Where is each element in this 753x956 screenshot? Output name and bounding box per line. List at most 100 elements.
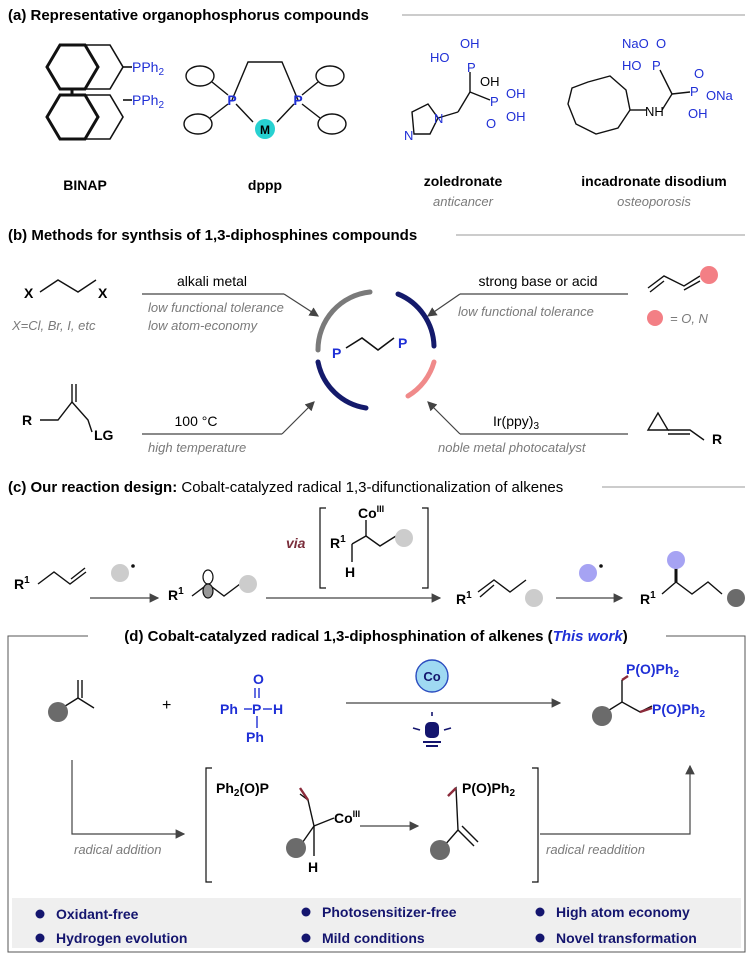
mech-allyl-dot [430, 840, 450, 860]
feature-novel-transformation: Novel transformation [556, 930, 697, 946]
cobalt-catalyst-label: Co [423, 669, 440, 684]
mech-allyl-double [461, 825, 479, 843]
product-group-top: P(O)Ph2 [626, 661, 679, 680]
hpo-h: H [273, 701, 283, 717]
d-alkene-dot [48, 702, 68, 722]
product-upper-c-p-bond [621, 675, 629, 681]
via-r1: R1 [330, 534, 346, 551]
mech-bracket-right [532, 767, 539, 883]
zol-n-1: N [404, 128, 413, 143]
mech-bracket-left [205, 767, 212, 883]
feature-bullet-icon [535, 933, 545, 943]
feature-high-atom-economy: High atom economy [556, 904, 690, 920]
route4-note-1: noble metal photocatalyst [438, 440, 587, 455]
compound-name-incadronate: incadronate disodium [581, 173, 726, 189]
features-list: Oxidant-free Photosensitizer-free High a… [35, 904, 697, 946]
dihalide-chain [39, 279, 97, 293]
mech-intermediate-chain [299, 793, 315, 847]
hpo-p: P [252, 701, 261, 717]
d-alkene-skeleton [61, 697, 95, 709]
feature-mild-conditions: Mild conditions [322, 930, 425, 946]
route4-reagent: Ir(ppy)3 [493, 413, 539, 432]
compound-note-incadronate: osteoporosis [617, 194, 691, 209]
mech-dot [286, 838, 306, 858]
route1-note-2: low atom-economy [148, 318, 259, 333]
compound-name-zoledronate: zoledronate [424, 173, 503, 189]
section-b-heading: (b) Methods for synthsis of 1,3-diphosph… [8, 227, 417, 244]
dppp-structure [183, 61, 347, 135]
methylenecyclopropane [646, 411, 670, 431]
inc-ona: ONa [706, 88, 734, 103]
radical-addition-label: radical addition [74, 842, 161, 857]
mech-c-p-bond [299, 787, 309, 801]
allylic-double [479, 584, 495, 598]
radical-intermediate-dot [239, 575, 257, 593]
inc-p-bottom: P [690, 84, 699, 99]
via-h: H [345, 564, 355, 580]
zol-p-top: P [467, 60, 476, 75]
mech-allyl-chain [443, 786, 459, 847]
binap-pph2-bottom: PPh2 [132, 92, 164, 111]
radical-readdition-label: radical readdition [546, 842, 645, 857]
compound-name-dppp: dppp [248, 177, 282, 193]
c-r1-radical: R1 [168, 586, 184, 603]
mech-co-bond [313, 817, 335, 827]
heteroatom-dot [700, 266, 718, 284]
dppp-p-right: P [293, 92, 302, 108]
compound-name-binap: BINAP [63, 177, 107, 193]
dihalide-x-right: X [98, 285, 108, 301]
metal-center-dot [255, 119, 275, 139]
radical-readdition-arrow [540, 764, 695, 835]
feature-hydrogen-evolution: Hydrogen evolution [56, 930, 187, 946]
p-orbital-bottom [202, 583, 214, 599]
heterodiene [647, 275, 701, 289]
inc-o-bottom: O [694, 66, 704, 81]
route2-reagent: strong base or acid [478, 273, 597, 289]
mech-co: CoIII [334, 809, 360, 826]
via-label: via [286, 535, 306, 551]
inc-ho: HO [622, 58, 642, 73]
hpo-ph-bottom: Ph [246, 729, 264, 745]
diphosphine-ring [315, 289, 437, 411]
section-d-heading-bg [88, 626, 666, 646]
zoledronate-structure [411, 72, 491, 135]
allyl-r: R [22, 412, 32, 428]
feature-bullet-icon [301, 933, 311, 943]
hpo-ph-left: Ph [220, 701, 238, 717]
radical-addition-arrow [71, 760, 186, 839]
via-dot [395, 529, 413, 547]
route3-arrow [281, 401, 315, 435]
feature-bullet-icon [35, 933, 45, 943]
allylic-product-chain [477, 579, 527, 593]
mcp-chain [668, 429, 705, 441]
zol-p-bottom: P [490, 94, 499, 109]
inc-p-top: P [652, 58, 661, 73]
product-dot [592, 706, 612, 726]
cobalt-catalyst-badge [415, 659, 449, 693]
inc-nao: NaO [622, 36, 649, 51]
section-a-heading: (a) Representative organophosphorus comp… [8, 7, 369, 24]
metal-label: M [260, 123, 270, 137]
allyl-lg: LG [94, 427, 114, 443]
radical-b-dot-electron [599, 564, 603, 568]
allyl-lg-chain [40, 400, 93, 433]
p-orbital-top [202, 569, 214, 585]
alkene-double [70, 567, 86, 580]
compound-note-zoledronate: anticancer [433, 194, 494, 209]
mech-allyl-vinyl [457, 829, 475, 847]
route2-note-1: low functional tolerance [458, 304, 594, 319]
dppp-p-left: P [227, 92, 236, 108]
features-panel [12, 898, 741, 948]
feature-photosensitizer-free: Photosensitizer-free [322, 904, 457, 920]
heterodiene-double-2 [683, 280, 701, 291]
feature-oxidant-free: Oxidant-free [56, 906, 139, 922]
inc-nh: NH [645, 104, 664, 119]
product-top-dot [667, 551, 685, 569]
alkene-substrate [37, 571, 87, 585]
zol-oh-center: OH [480, 74, 500, 89]
c-r1-product: R1 [640, 590, 656, 607]
mech-allyl-group: P(O)Ph2 [462, 780, 515, 799]
feature-bullet-icon [35, 909, 45, 919]
diphosphine-chain [345, 337, 395, 351]
